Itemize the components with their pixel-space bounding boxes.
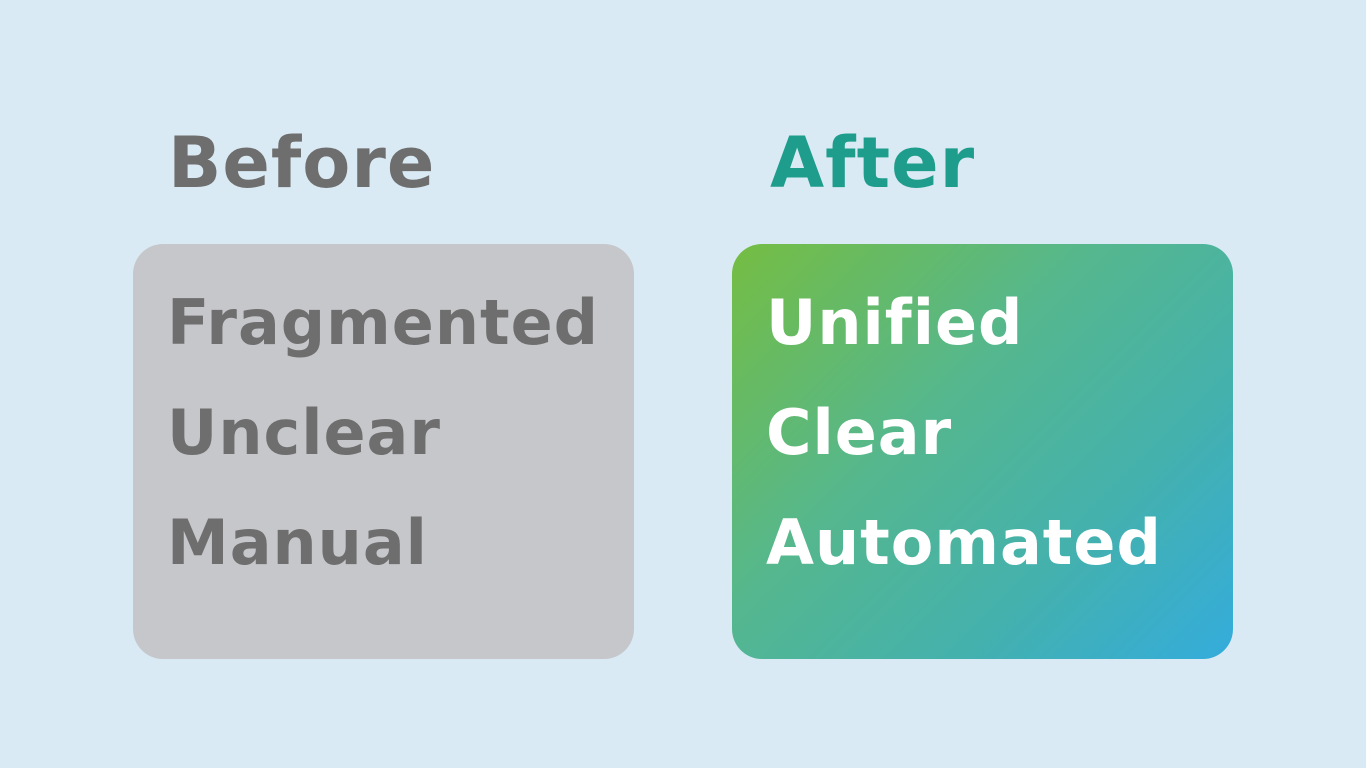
before-item-fragmented: Fragmented	[167, 286, 600, 359]
after-item-unified: Unified	[766, 286, 1024, 359]
after-item-automated: Automated	[766, 506, 1162, 579]
before-heading: Before	[168, 122, 436, 204]
after-item-clear: Clear	[766, 396, 953, 469]
after-panel: Unified Clear Automated	[732, 244, 1233, 659]
before-panel: Fragmented Unclear Manual	[133, 244, 634, 659]
after-heading: After	[770, 122, 976, 204]
before-item-manual: Manual	[167, 506, 428, 579]
before-item-unclear: Unclear	[167, 396, 441, 469]
